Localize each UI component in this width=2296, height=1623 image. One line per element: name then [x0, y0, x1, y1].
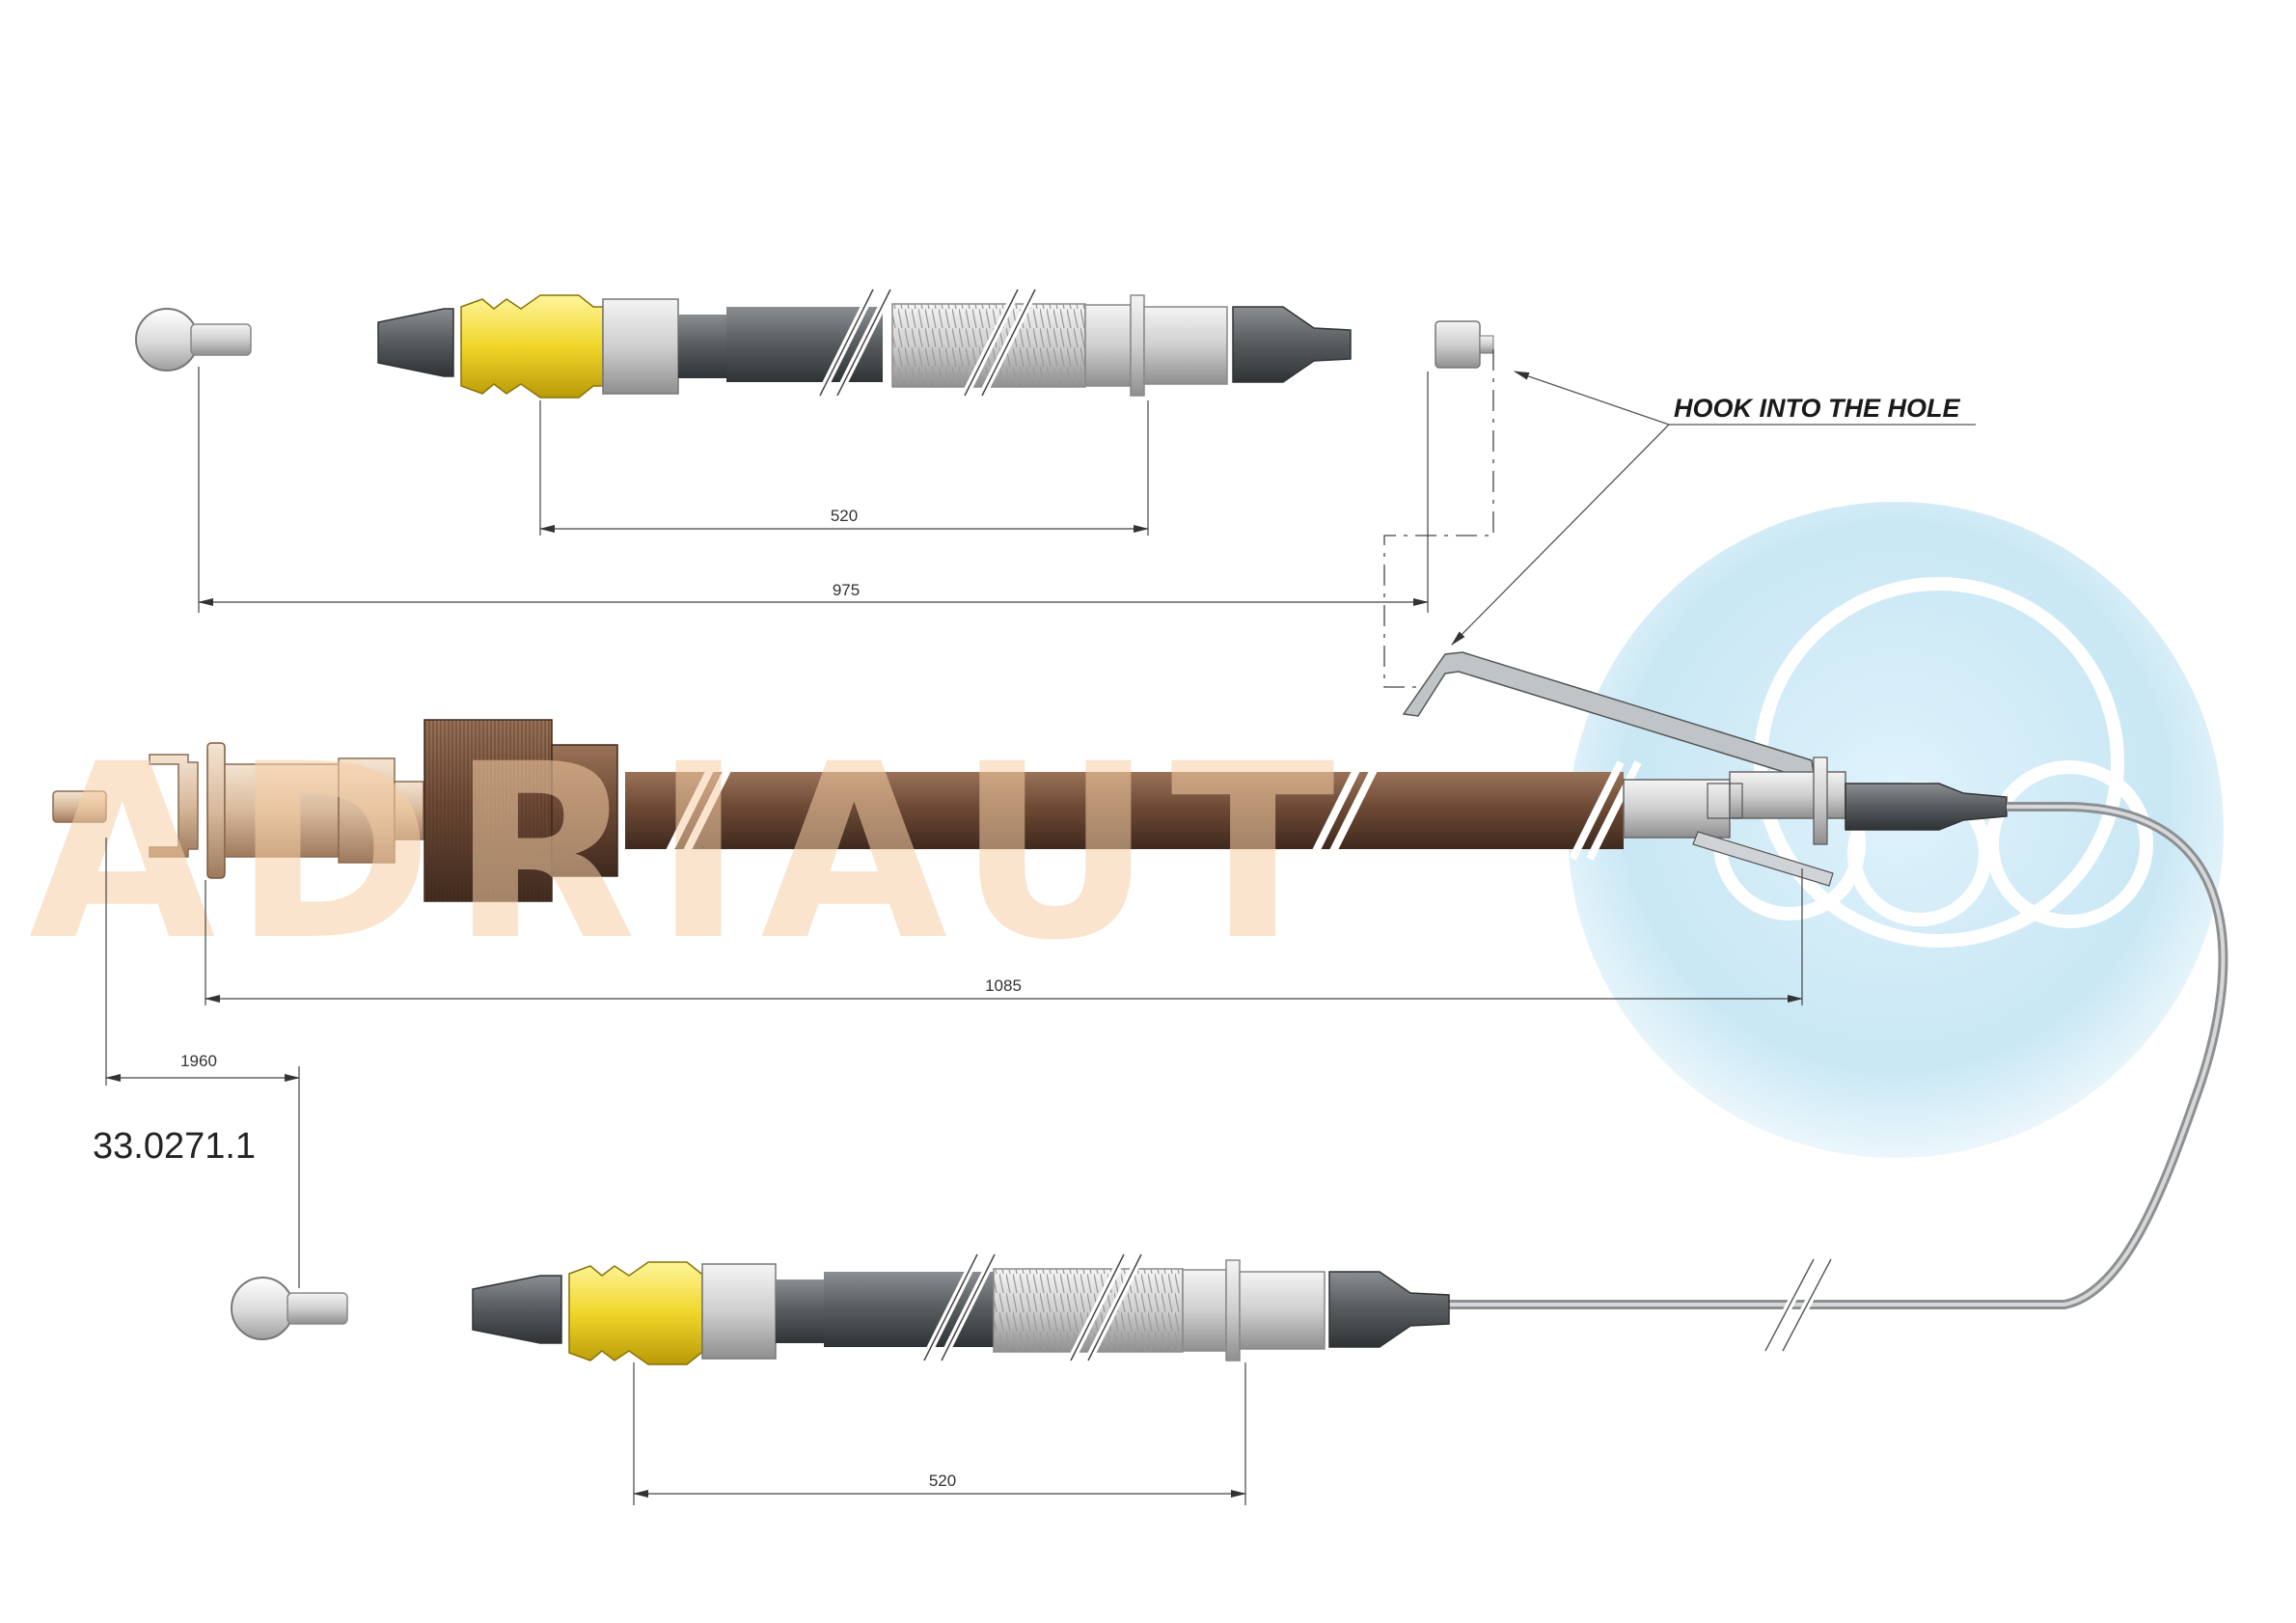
dim-top-short: 520: [831, 507, 858, 525]
top-dimensions: [198, 367, 1429, 613]
bottom-dimensions: [633, 1362, 1246, 1505]
bottom-collar: [1182, 1269, 1227, 1352]
bottom-hex-nut: [701, 1263, 777, 1360]
middle-cable: [24, 651, 2008, 902]
bottom-sheath-dark: [776, 1279, 824, 1343]
middle-sheath: [625, 772, 1624, 849]
top-yellow-clip: [460, 294, 604, 399]
dim-bottom-short: 520: [929, 1472, 956, 1490]
top-cable: [135, 288, 1494, 399]
bottom-yellow-clip: [568, 1261, 703, 1365]
top-cone: [377, 308, 454, 377]
top-end-nipple: [1435, 320, 1481, 369]
bottom-cable: [231, 1252, 1450, 1365]
middle-break-mark-3: [1569, 760, 1642, 861]
middle-right-plate: [1729, 771, 1846, 819]
part-number: 33.0271.1: [93, 1126, 256, 1167]
dim-middle: 1085: [985, 977, 1022, 995]
top-ball-end: [135, 308, 199, 371]
middle-nut-tan: [338, 757, 396, 864]
dim-top-total: 975: [833, 581, 860, 599]
top-collar-body: [1143, 306, 1228, 385]
bottom-cone: [472, 1275, 562, 1344]
dim-offset: 1960: [180, 1052, 217, 1070]
bottom-ball-end: [231, 1277, 294, 1340]
top-end-ferrule: [1232, 306, 1352, 383]
top-sheath-dark: [678, 315, 726, 378]
top-collar-ring: [1130, 294, 1145, 397]
hook-detail-outline: [1383, 349, 1494, 688]
watermark-text: ADRIAUT: [29, 712, 1353, 993]
middle-break-mark-1: [662, 760, 735, 861]
top-collar: [1084, 304, 1132, 387]
bottom-end-ferrule: [1328, 1271, 1450, 1348]
middle-right-spring-clip: [1692, 831, 1834, 887]
middle-right-ferrule: [1845, 783, 2008, 831]
bottom-collar-body: [1239, 1271, 1326, 1350]
middle-grommet-collar: [551, 744, 618, 877]
top-ball-neck: [190, 323, 252, 356]
middle-right-fitting: [1623, 779, 1731, 839]
bottom-collar-ring: [1225, 1259, 1241, 1362]
top-hex-nut: [602, 298, 679, 395]
bottom-ball-neck: [287, 1292, 348, 1325]
callout-leader: [1451, 371, 1976, 646]
middle-fork-bracket: [149, 754, 199, 858]
middle-dimensions: [105, 838, 1803, 1288]
logo-ring-right: [1985, 760, 2153, 928]
callout-text: HOOK INTO THE HOLE: [1674, 394, 1961, 423]
middle-thread-end: [52, 790, 107, 823]
middle-break-mark-2: [1308, 760, 1381, 861]
